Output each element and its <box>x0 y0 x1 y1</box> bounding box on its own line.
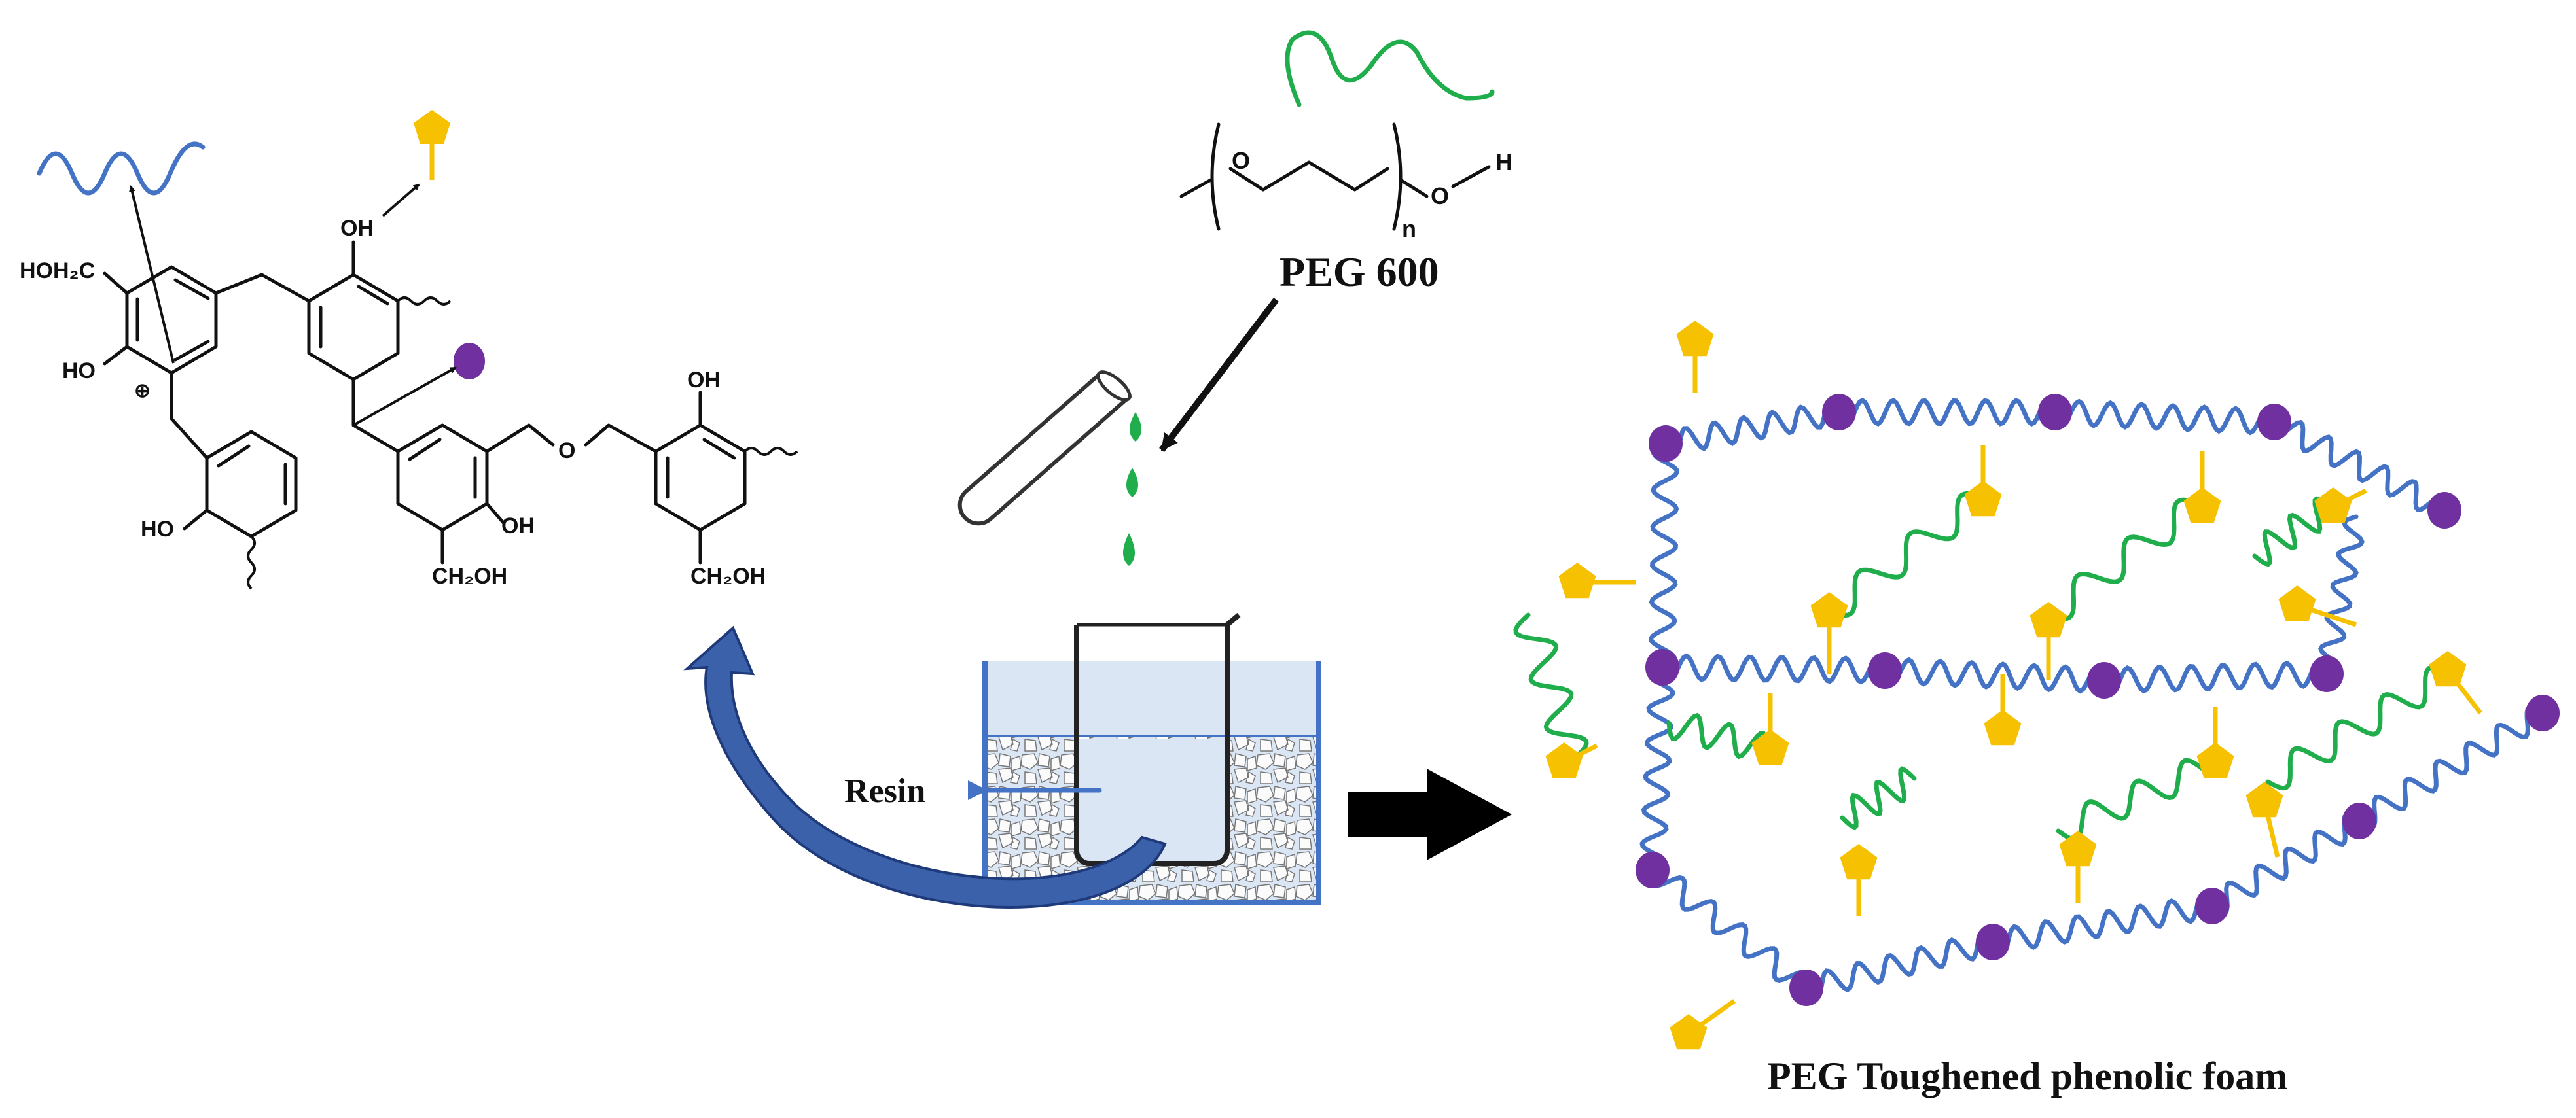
resin-label: Resin <box>844 773 925 810</box>
resin-chain <box>2357 705 2545 830</box>
pentagon-node <box>2314 487 2352 523</box>
peg-chain <box>2046 497 2202 621</box>
resin-chain <box>2318 514 2365 676</box>
pentagon-node <box>2030 602 2067 638</box>
peg-n-label: n <box>1402 215 1416 242</box>
purple-bead-node <box>2038 394 2072 430</box>
oh-label-3: OH <box>687 368 721 393</box>
purple-bead-node <box>1636 852 1670 888</box>
foam-label: PEG Toughened phenolic foam <box>1767 1055 2287 1098</box>
peg-chain <box>2265 665 2450 791</box>
peg-o-label: O <box>1232 147 1250 174</box>
resin-chain <box>1804 930 1995 1000</box>
peg-o-label-2: O <box>1431 183 1449 209</box>
peg-label: PEG 600 <box>1279 249 1439 295</box>
resin-chain <box>2052 398 2277 436</box>
resin-chain <box>1648 441 1680 670</box>
pentagon-node <box>2245 782 2283 818</box>
plus-label: ⊕ <box>134 380 151 402</box>
peg-chain-icon <box>1285 30 1495 107</box>
peg-chain <box>1513 612 1589 761</box>
ch2oh-label-2: CH₂OH <box>690 564 766 589</box>
pentagon-node <box>2183 487 2221 523</box>
resin-chain <box>2209 812 2362 915</box>
purple-bead-node <box>2310 655 2344 692</box>
purple-bead-node <box>2087 662 2121 699</box>
purple-bead-node <box>1649 425 1683 462</box>
pentagon-node <box>1810 592 1848 628</box>
peg-chain <box>1840 766 1917 830</box>
pentagon-node <box>1676 321 1714 357</box>
resin-chain <box>1836 397 2058 427</box>
ho-label: HO <box>62 358 96 383</box>
peg-chain <box>1666 712 1770 760</box>
purple-bead-node <box>2257 404 2291 440</box>
peg-chain <box>2252 496 2333 567</box>
pentagon-node <box>2196 742 2234 778</box>
curved-arrow-icon <box>683 625 1167 909</box>
resin-chain <box>1649 867 1810 990</box>
peg-chain <box>2056 758 2205 842</box>
resin-chain <box>1660 653 1887 685</box>
peg-h-label: H <box>1495 148 1512 175</box>
purple-bead-node <box>1976 924 2010 960</box>
purple-bead-node <box>1789 970 1823 1006</box>
ether-o-label: O <box>558 438 575 463</box>
purple-bead-node <box>1868 652 1902 689</box>
oh-label-2: OH <box>501 514 535 538</box>
pentagon-icon <box>414 110 450 180</box>
ch2oh-label: CH₂OH <box>432 564 507 589</box>
peg-structure: O O H n PEG 600 <box>1159 30 1512 453</box>
phenolic-resin-structure: HOH₂C HO ⊕ OH HO OH CH₂OH O OH CH₂OH <box>20 110 798 590</box>
pentagon-node <box>1964 481 2002 517</box>
purple-bead-node <box>2427 492 2461 529</box>
oh-label: OH <box>340 216 374 241</box>
purple-bead-node <box>2526 695 2560 731</box>
resin-chain <box>2102 659 2329 695</box>
test-tube-icon <box>957 370 1132 526</box>
purple-bead-node <box>1645 649 1679 686</box>
purple-bead-icon <box>454 343 485 379</box>
purple-bead-node <box>2195 888 2229 924</box>
peg-chain <box>1827 491 1986 618</box>
resin-chain <box>1663 399 1842 457</box>
pentagon-node <box>2278 585 2316 621</box>
pentagon-node <box>1558 563 1596 599</box>
pentagon-node <box>2059 831 2097 867</box>
purple-bead-node <box>1822 394 1856 430</box>
pentagon-node <box>2429 651 2467 687</box>
wavy-chain-icon <box>37 141 206 196</box>
resin-chain <box>2271 419 2448 513</box>
pentagon-node <box>1840 844 1878 880</box>
block-arrow-icon <box>1348 769 1512 860</box>
peg-drops <box>1123 412 1141 566</box>
pentagon-node <box>1751 729 1789 765</box>
purple-bead-node <box>2342 803 2376 839</box>
pentagon-node <box>1984 710 2022 746</box>
resin-chain <box>1639 665 1675 873</box>
pentagon-node <box>1670 1014 1708 1050</box>
resin-chain <box>1882 657 2107 694</box>
ho-label-2: HO <box>141 517 174 542</box>
peg-toughened-network <box>1513 321 2560 1050</box>
pentagon-node <box>1545 742 1583 778</box>
hoh2c-label: HOH₂C <box>20 258 95 283</box>
resin-chain <box>1990 893 2215 955</box>
